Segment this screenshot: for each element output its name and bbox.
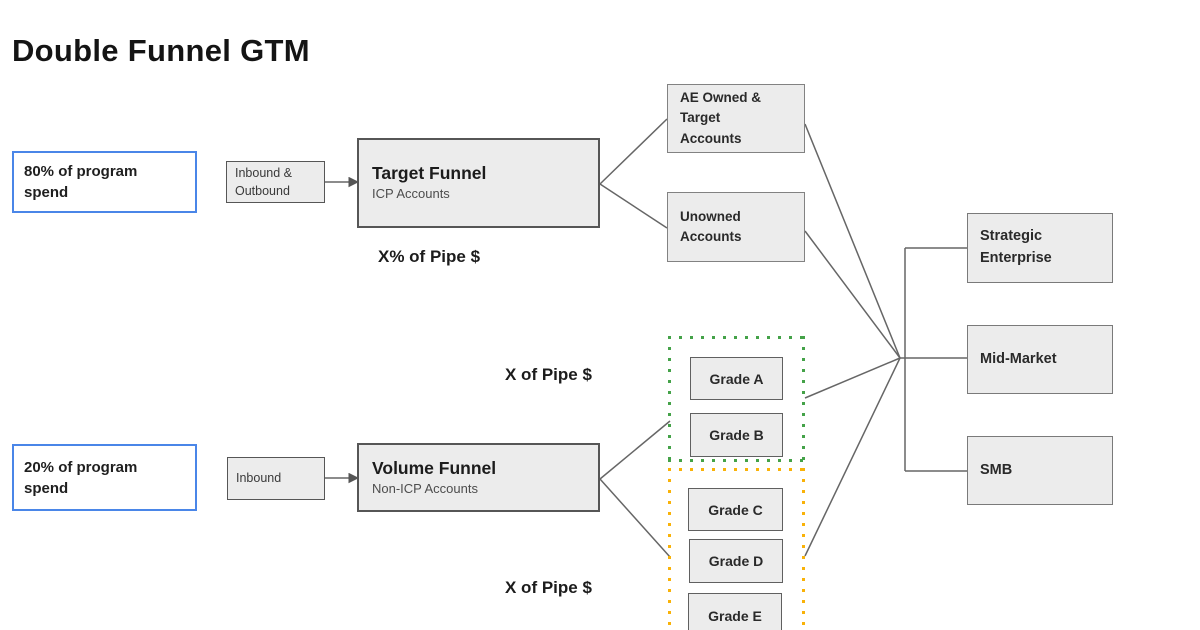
volume-funnel-subtitle: Non-ICP Accounts [372, 480, 478, 496]
target-funnel-title: Target Funnel [372, 163, 487, 184]
unowned-accounts-box: Unowned Accounts [667, 192, 805, 262]
icp-grades-dotted-group [668, 336, 805, 462]
green-dotted-bottom-edge [668, 459, 805, 462]
target-funnel-box: Target Funnel ICP Accounts [357, 138, 600, 228]
channel-inbound-outbound-box: Inbound & Outbound [226, 161, 325, 203]
green-dotted-right-edge [802, 336, 805, 462]
pipe-label-grade-ab: X of Pipe $ [505, 365, 592, 384]
connector-grade-cde-to-fan [804, 357, 901, 557]
grade-a-box: Grade A [690, 357, 783, 400]
green-dotted-top-edge [668, 336, 805, 339]
yellow-dotted-left-edge [668, 468, 671, 630]
segment-mid-market-box: Mid-Market [967, 325, 1113, 394]
volume-funnel-title: Volume Funnel [372, 457, 497, 478]
target-funnel-subtitle: ICP Accounts [372, 186, 450, 202]
grade-c-box: Grade C [688, 488, 783, 531]
grade-b-box: Grade B [690, 413, 783, 457]
spend-80-box: 80% of program spend [12, 151, 197, 213]
grade-d-box: Grade D [689, 539, 783, 583]
non-icp-grades-dotted-group [668, 468, 805, 630]
green-dotted-left-edge [668, 336, 671, 462]
connector-volume-to-grade-ab [599, 420, 671, 480]
grade-e-box: Grade E [688, 593, 782, 630]
ae-owned-target-accounts-box: AE Owned & Target Accounts [667, 84, 805, 153]
connector-ae-owned-to-fan [804, 123, 901, 359]
connector-target-to-ae-owned [599, 118, 668, 185]
yellow-dotted-top-edge [668, 468, 805, 471]
volume-funnel-box: Volume Funnel Non-ICP Accounts [357, 443, 600, 512]
segment-smb-box: SMB [967, 436, 1113, 505]
slide-title: Double Funnel GTM [12, 33, 310, 68]
channel-inbound-box: Inbound [227, 457, 325, 500]
connector-unowned-to-fan [804, 230, 901, 359]
connector-target-to-unowned [599, 183, 668, 229]
segment-strategic-enterprise-box: Strategic Enterprise [967, 213, 1113, 283]
pipe-label-grade-cde: X of Pipe $ [505, 578, 592, 597]
yellow-dotted-right-edge [802, 468, 805, 630]
connector-grade-ab-to-fan [804, 357, 901, 399]
connector-volume-to-grade-cde [599, 478, 671, 558]
pipe-label-target-funnel: X% of Pipe $ [378, 247, 481, 266]
spend-20-box: 20% of program spend [12, 444, 197, 511]
